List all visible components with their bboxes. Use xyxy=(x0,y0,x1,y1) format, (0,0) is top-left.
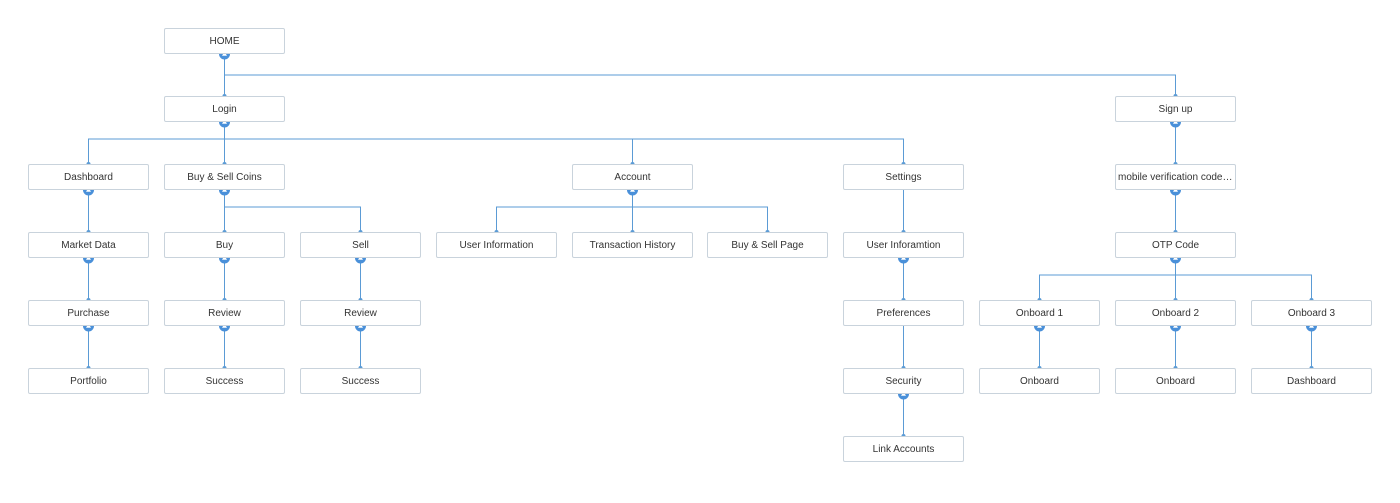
node-label: Sell xyxy=(352,239,369,251)
node-label: Security xyxy=(885,375,922,387)
node-settings[interactable]: Settings xyxy=(843,164,964,190)
node-dashboard-onboard[interactable]: Dashboard xyxy=(1251,368,1372,394)
node-user-information[interactable]: User Information xyxy=(436,232,557,258)
connector-account-buysellpage xyxy=(632,190,768,232)
connector-login-account xyxy=(224,122,633,164)
node-label: Preferences xyxy=(876,307,931,319)
node-label: Link Accounts xyxy=(872,443,935,455)
node-label: Dashboard xyxy=(64,171,113,183)
node-label: Dashboard xyxy=(1287,375,1336,387)
node-login[interactable]: Login xyxy=(164,96,285,122)
node-dashboard[interactable]: Dashboard xyxy=(28,164,149,190)
node-label: Portfolio xyxy=(70,375,107,387)
node-link-accounts[interactable]: Link Accounts xyxy=(843,436,964,462)
node-label: Review xyxy=(344,307,377,319)
node-buy[interactable]: Buy xyxy=(164,232,285,258)
connector-otp-onboard3 xyxy=(1175,258,1312,300)
node-onboard-a[interactable]: Onboard xyxy=(979,368,1100,394)
node-account[interactable]: Account xyxy=(572,164,693,190)
node-label: Settings xyxy=(885,171,922,183)
node-success-buy[interactable]: Success xyxy=(164,368,285,394)
node-label: Login xyxy=(212,103,237,115)
node-signup[interactable]: Sign up xyxy=(1115,96,1236,122)
node-buy-sell-page[interactable]: Buy & Sell Page xyxy=(707,232,828,258)
node-label: Onboard 2 xyxy=(1151,307,1200,319)
node-label: Transaction History xyxy=(589,239,676,251)
node-home[interactable]: HOME xyxy=(164,28,285,54)
node-label: Market Data xyxy=(61,239,116,251)
node-review-sell[interactable]: Review xyxy=(300,300,421,326)
node-onboard-2[interactable]: Onboard 2 xyxy=(1115,300,1236,326)
connector-account-userinfo xyxy=(496,190,633,232)
node-onboard-b[interactable]: Onboard xyxy=(1115,368,1236,394)
node-label: Buy & Sell Coins xyxy=(187,171,262,183)
node-label: Success xyxy=(205,375,244,387)
connector-login-settings xyxy=(224,122,904,164)
node-portfolio[interactable]: Portfolio xyxy=(28,368,149,394)
node-label: Onboard xyxy=(1020,375,1059,387)
node-otp-code[interactable]: OTP Code xyxy=(1115,232,1236,258)
node-mobile-verification[interactable]: mobile verification code sen... xyxy=(1115,164,1236,190)
node-sell[interactable]: Sell xyxy=(300,232,421,258)
node-label: Buy & Sell Page xyxy=(731,239,804,251)
node-label: User Information xyxy=(459,239,534,251)
node-success-sell[interactable]: Success xyxy=(300,368,421,394)
node-onboard-1[interactable]: Onboard 1 xyxy=(979,300,1100,326)
node-label: Purchase xyxy=(67,307,110,319)
node-label: OTP Code xyxy=(1151,239,1200,251)
node-preferences[interactable]: Preferences xyxy=(843,300,964,326)
node-market-data[interactable]: Market Data xyxy=(28,232,149,258)
node-onboard-3[interactable]: Onboard 3 xyxy=(1251,300,1372,326)
node-purchase[interactable]: Purchase xyxy=(28,300,149,326)
node-review-buy[interactable]: Review xyxy=(164,300,285,326)
node-label: Buy xyxy=(215,239,234,251)
node-label: Review xyxy=(208,307,241,319)
node-label: User Inforamtion xyxy=(866,239,941,251)
node-transaction-history[interactable]: Transaction History xyxy=(572,232,693,258)
node-label: Sign up xyxy=(1158,103,1193,115)
node-buy-sell-coins[interactable]: Buy & Sell Coins xyxy=(164,164,285,190)
node-label: mobile verification code sen... xyxy=(1118,171,1235,183)
connector-home-signup xyxy=(224,54,1176,96)
connector-otp-onboard1 xyxy=(1039,258,1176,300)
node-label: Onboard xyxy=(1156,375,1195,387)
connector-buysell-sell xyxy=(224,190,361,232)
node-security[interactable]: Security xyxy=(843,368,964,394)
node-label: Onboard 3 xyxy=(1287,307,1336,319)
node-label: HOME xyxy=(209,35,240,47)
connector-login-dashboard xyxy=(88,122,225,164)
node-label: Success xyxy=(341,375,380,387)
node-label: Onboard 1 xyxy=(1015,307,1064,319)
node-user-inforamtion[interactable]: User Inforamtion xyxy=(843,232,964,258)
node-label: Account xyxy=(614,171,651,183)
